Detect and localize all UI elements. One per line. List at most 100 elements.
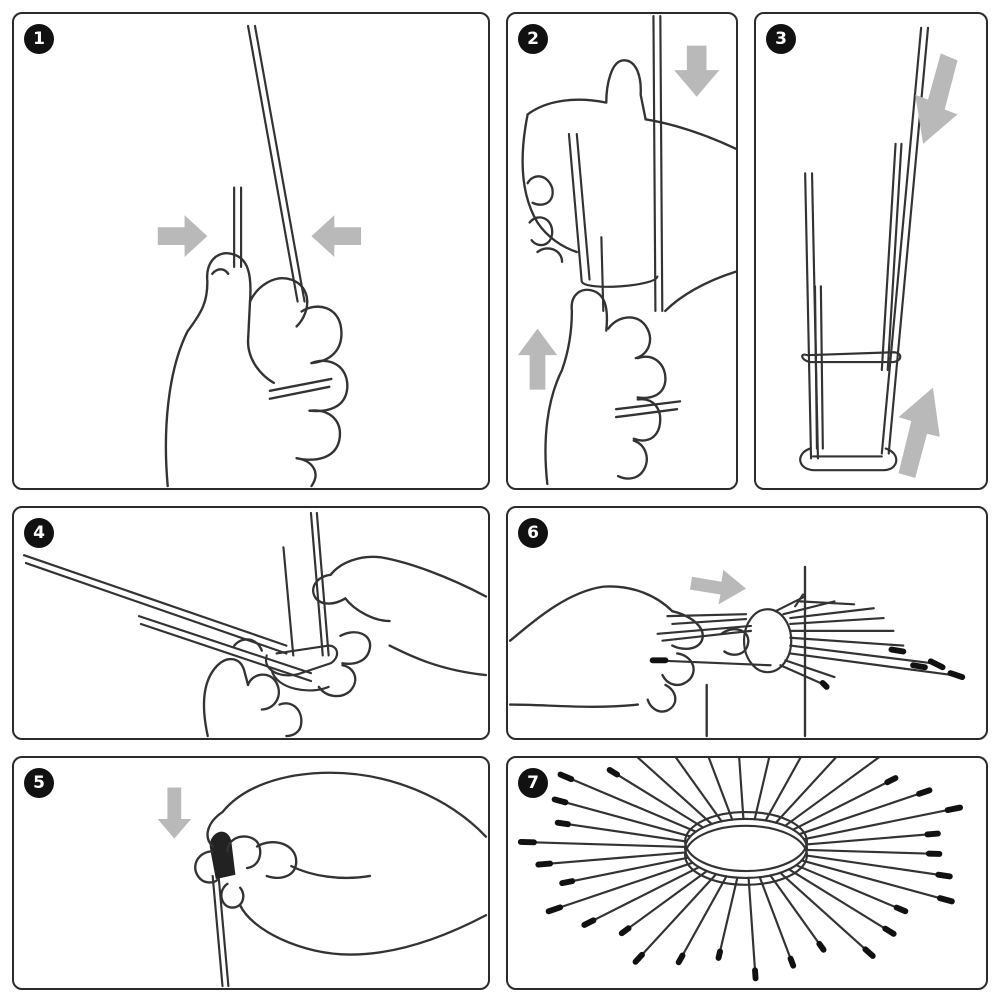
- rubber-cap: [209, 831, 236, 880]
- upper-hand: [521, 59, 736, 263]
- spike: [553, 798, 692, 838]
- arrow-right-icon: [157, 215, 208, 257]
- spike: [559, 773, 697, 833]
- step-3-panel: 3: [754, 12, 988, 490]
- step-3-illustration: [799, 26, 958, 479]
- spike: [764, 758, 802, 822]
- spike-tip: [557, 771, 575, 783]
- spike: [620, 869, 708, 935]
- spike-tip: [944, 804, 964, 814]
- hand: [508, 585, 750, 713]
- step-6-illustration: [508, 565, 966, 738]
- spike-tip: [916, 787, 933, 797]
- spike: [791, 777, 897, 831]
- spike-tip: [862, 946, 876, 959]
- spike: [547, 861, 694, 913]
- wire: [567, 15, 664, 313]
- spike-tip: [882, 925, 897, 937]
- spike-tip: [675, 952, 686, 966]
- spike: [804, 854, 951, 878]
- step-1-illustration: [157, 24, 362, 488]
- step-2-badge: 2: [518, 24, 548, 54]
- spike: [747, 876, 757, 980]
- arrow-right-icon: [689, 569, 747, 605]
- spike-tip: [581, 917, 597, 928]
- lower-hand: [544, 270, 736, 486]
- spike-tip: [632, 951, 645, 965]
- spike-tip: [935, 871, 953, 880]
- spike-tip: [816, 940, 827, 953]
- spike: [583, 866, 701, 927]
- arrow-left-icon: [311, 215, 362, 257]
- spike: [677, 875, 728, 964]
- hand: [164, 252, 349, 488]
- spike: [537, 851, 687, 866]
- spike: [805, 848, 941, 856]
- step-1-panel: 1: [12, 12, 490, 490]
- spike: [802, 806, 962, 841]
- step-6-badge: 6: [518, 518, 548, 548]
- hand: [194, 771, 488, 956]
- arrow-down-icon: [157, 787, 192, 839]
- wire: [209, 831, 236, 988]
- spike-tip: [554, 819, 571, 828]
- step-5-panel: 5: [12, 756, 490, 990]
- spike: [787, 868, 895, 935]
- spike: [519, 840, 687, 849]
- step-7-badge: 7: [518, 768, 548, 798]
- partial-spike-ring: [649, 593, 966, 690]
- bent-wires: [22, 511, 339, 692]
- spike-tip: [936, 895, 955, 905]
- step-2-illustration: [517, 15, 736, 486]
- step-4-panel: 4: [12, 506, 490, 740]
- spike-tip: [535, 860, 554, 868]
- spike-tip: [893, 904, 909, 915]
- spike-tip: [884, 775, 899, 786]
- spike: [774, 758, 837, 824]
- spike: [634, 873, 718, 963]
- spike: [795, 864, 907, 913]
- arrow-down-left-icon: [915, 53, 958, 144]
- spike: [707, 758, 734, 821]
- spike: [758, 876, 795, 967]
- arrow-up-icon: [517, 328, 558, 390]
- spike: [784, 758, 880, 827]
- step-6-panel: 6: [506, 506, 988, 740]
- spike: [717, 876, 739, 959]
- spike: [674, 758, 723, 823]
- right-hand: [312, 555, 488, 698]
- spike: [561, 856, 690, 885]
- spike-tip: [618, 925, 632, 937]
- spike-ring: [517, 758, 964, 982]
- spike: [556, 821, 688, 843]
- spike: [769, 874, 825, 951]
- spike-tip: [787, 955, 797, 969]
- step-2-panel: 2: [506, 12, 738, 490]
- spike-tip: [606, 766, 621, 778]
- step-4-badge: 4: [24, 518, 54, 548]
- step-1-badge: 1: [24, 24, 54, 54]
- step-7-panel: 7: [506, 756, 988, 990]
- wire-frame: [799, 26, 930, 472]
- arrow-down-icon: [674, 45, 720, 97]
- spike: [738, 758, 745, 821]
- spike: [800, 859, 954, 903]
- arrow-up-right-icon: [898, 387, 940, 479]
- spike: [753, 758, 771, 821]
- spike-tip: [551, 796, 569, 806]
- step-7-illustration: [517, 758, 964, 982]
- spike: [608, 768, 705, 829]
- step-5-illustration: [157, 771, 488, 988]
- spike-tip: [559, 878, 576, 887]
- spike: [636, 758, 713, 826]
- left-hand: [202, 638, 303, 738]
- spike-tip: [752, 967, 759, 982]
- spike-tip: [924, 830, 941, 838]
- spike-tip: [715, 948, 723, 961]
- step-3-badge: 3: [766, 24, 796, 54]
- spike-tip: [545, 904, 564, 915]
- spike: [805, 832, 939, 846]
- step-4-illustration: [22, 511, 488, 738]
- spike: [779, 871, 874, 958]
- spike: [798, 789, 931, 836]
